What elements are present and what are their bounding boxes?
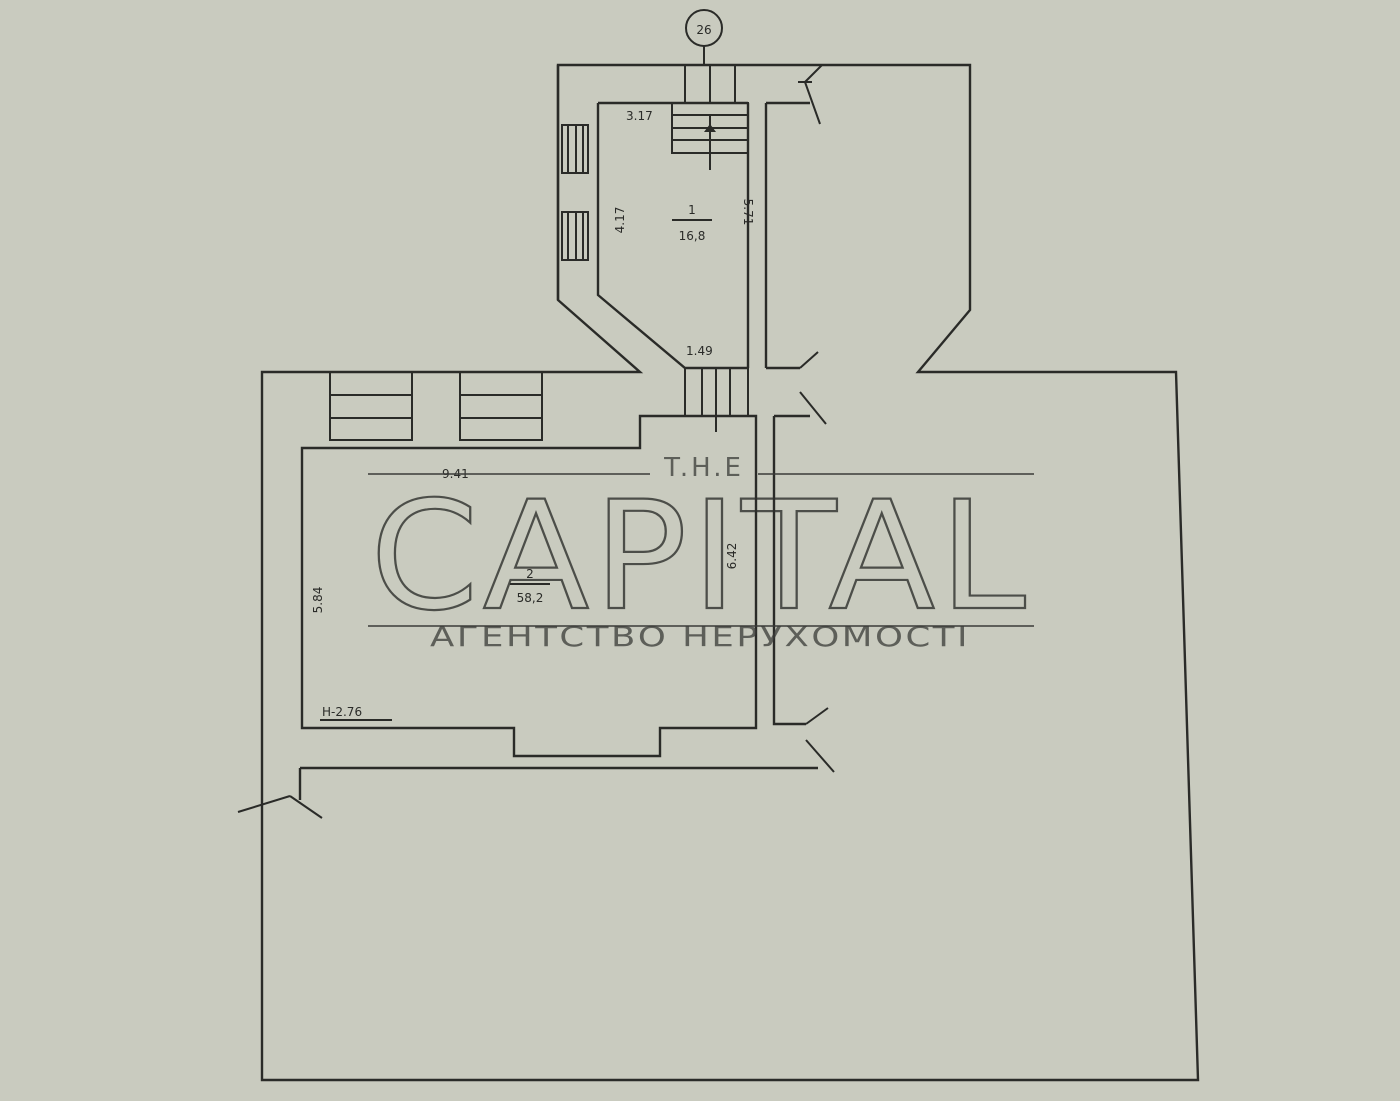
watermark-prefix: T.H.E — [663, 453, 744, 483]
watermark-brand: CAPITAL — [370, 470, 1030, 644]
room-2-area: 58,2 — [517, 591, 544, 605]
room-2-label: 2 58,2 — [510, 567, 550, 605]
passage-steps — [684, 367, 749, 432]
corridor-2-walls — [772, 414, 810, 726]
dim-4-17: 4.17 — [613, 207, 627, 234]
windows — [329, 371, 543, 441]
door-symbols — [237, 64, 835, 819]
building-number: 26 — [696, 23, 711, 37]
dim-6-42: 6.42 — [725, 543, 739, 570]
side-steps — [561, 124, 589, 261]
outer-outline — [260, 63, 1200, 1082]
watermark-tagline: АГЕНТСТВО НЕРУХОМОСТІ — [430, 620, 970, 653]
room-2-walls — [300, 414, 758, 758]
watermark-logo: T.H.E CAPITAL АГЕНТСТВО НЕРУХОМОСТІ — [368, 453, 1034, 653]
room-1-number: 1 — [688, 203, 696, 217]
dim-3-17: 3.17 — [626, 109, 653, 123]
stair-top — [671, 64, 749, 170]
ceiling-height: H-2.76 — [322, 705, 362, 719]
room-1-area: 16,8 — [679, 229, 706, 243]
dim-5-84: 5.84 — [311, 587, 325, 614]
dim-5-71: 5.71 — [741, 199, 755, 226]
corridor-walls — [764, 101, 810, 370]
room-1-label: 1 16,8 — [672, 203, 712, 243]
room-2-number: 2 — [526, 567, 534, 581]
dim-1-49: 1.49 — [686, 344, 713, 358]
yard-line — [298, 766, 818, 800]
